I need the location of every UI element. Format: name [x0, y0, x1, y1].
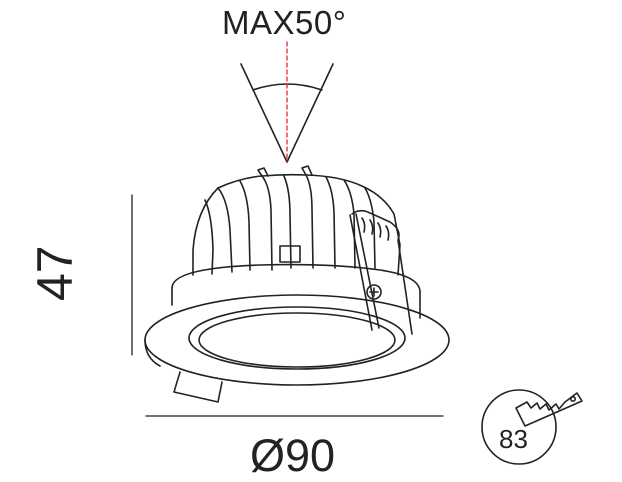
tilt-cone-right-edge [286, 63, 334, 163]
height-label: 47 [27, 245, 83, 301]
diameter-label: Ø90 [250, 430, 336, 481]
tilt-cone-left-edge [240, 63, 288, 163]
connector-tab [173, 371, 223, 403]
lamp-body [171, 263, 421, 319]
cutout-icon [481, 389, 583, 465]
tilt-angle-label: MAX50° [222, 4, 347, 41]
tilt-angle-indicator [240, 41, 334, 163]
saw-icon [515, 392, 583, 427]
cutout-label: 83 [499, 424, 528, 454]
heat-sink [192, 165, 401, 276]
screw-icon [366, 284, 382, 300]
trim-ring [144, 294, 450, 386]
spring-clip [349, 209, 413, 335]
